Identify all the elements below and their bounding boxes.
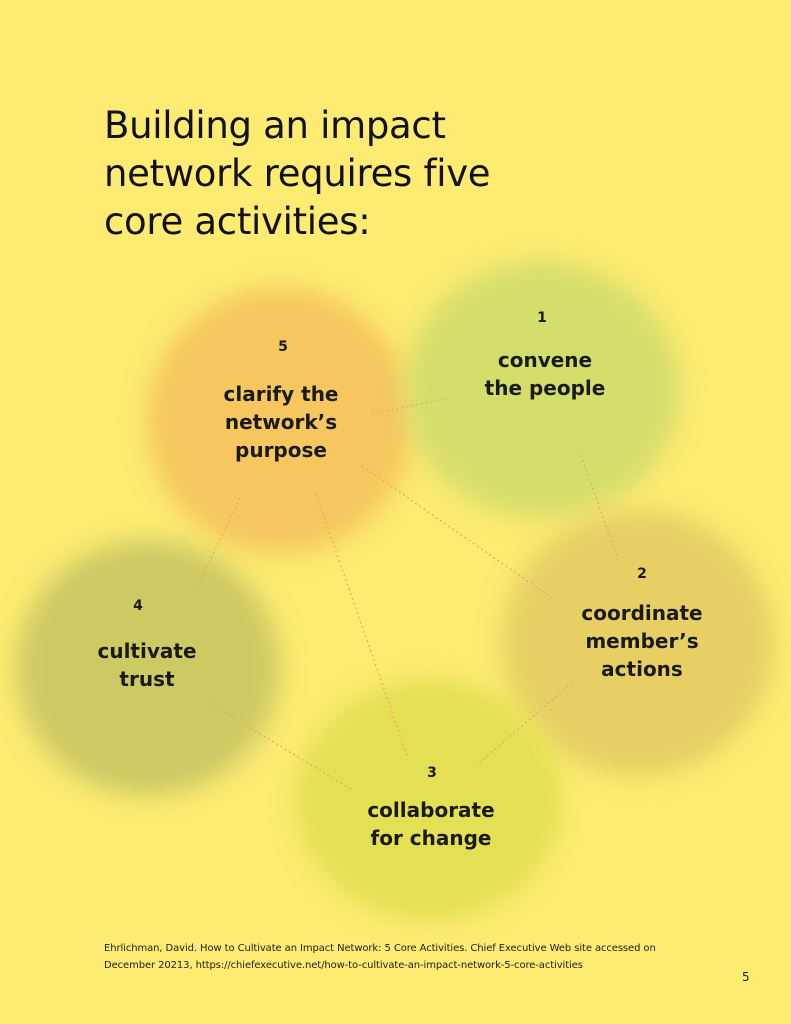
activity-5-label-line2: network’s [224,410,338,434]
activity-4-label-line1: cultivate [97,639,197,663]
activity-3-label-line2: for change [370,826,492,850]
activity-1-label-line2: the people [484,376,606,400]
activity-3-label-line1: collaborate [367,798,495,822]
activity-3-number: 3 [427,765,437,781]
activity-2-label-line3: actions [601,657,683,681]
activity-2-number: 2 [637,566,647,582]
citation-footnote: Ehrlichman, David. How to Cultivate an I… [104,943,656,971]
page-number: 5 [742,970,750,984]
activity-3-label: collaborate for change [336,796,526,852]
page-title: Building an impact network requires five… [104,104,491,243]
activity-2-label: coordinate member’s actions [552,599,732,683]
activity-5-label-line3: purpose [235,438,327,462]
activity-2-label-line2: member’s [585,629,699,653]
activity-1-label: convene the people [455,346,635,402]
activity-5-number: 5 [278,339,288,355]
activity-4-number: 4 [133,598,143,614]
activity-2-label-line1: coordinate [581,601,703,625]
activity-5-label: clarify the network’s purpose [191,380,371,464]
activity-5-label-line1: clarify the [223,382,339,406]
activity-1-number: 1 [537,310,547,326]
activity-4-label-line2: trust [119,667,175,691]
activity-4-label: cultivate trust [62,637,232,693]
activity-1-label-line1: convene [497,348,593,372]
